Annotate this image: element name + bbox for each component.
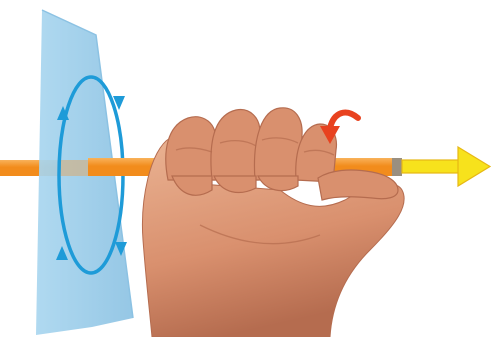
current-arrow-head [458, 147, 490, 186]
finger-ring [254, 108, 302, 180]
curved-arrow-arc [330, 113, 358, 128]
wire-end-cap [392, 158, 402, 176]
current-direction-arrow-icon [402, 147, 490, 186]
right-hand-icon [142, 108, 404, 337]
wire-inside-plane [58, 160, 88, 176]
current-arrow-shaft [402, 160, 462, 173]
